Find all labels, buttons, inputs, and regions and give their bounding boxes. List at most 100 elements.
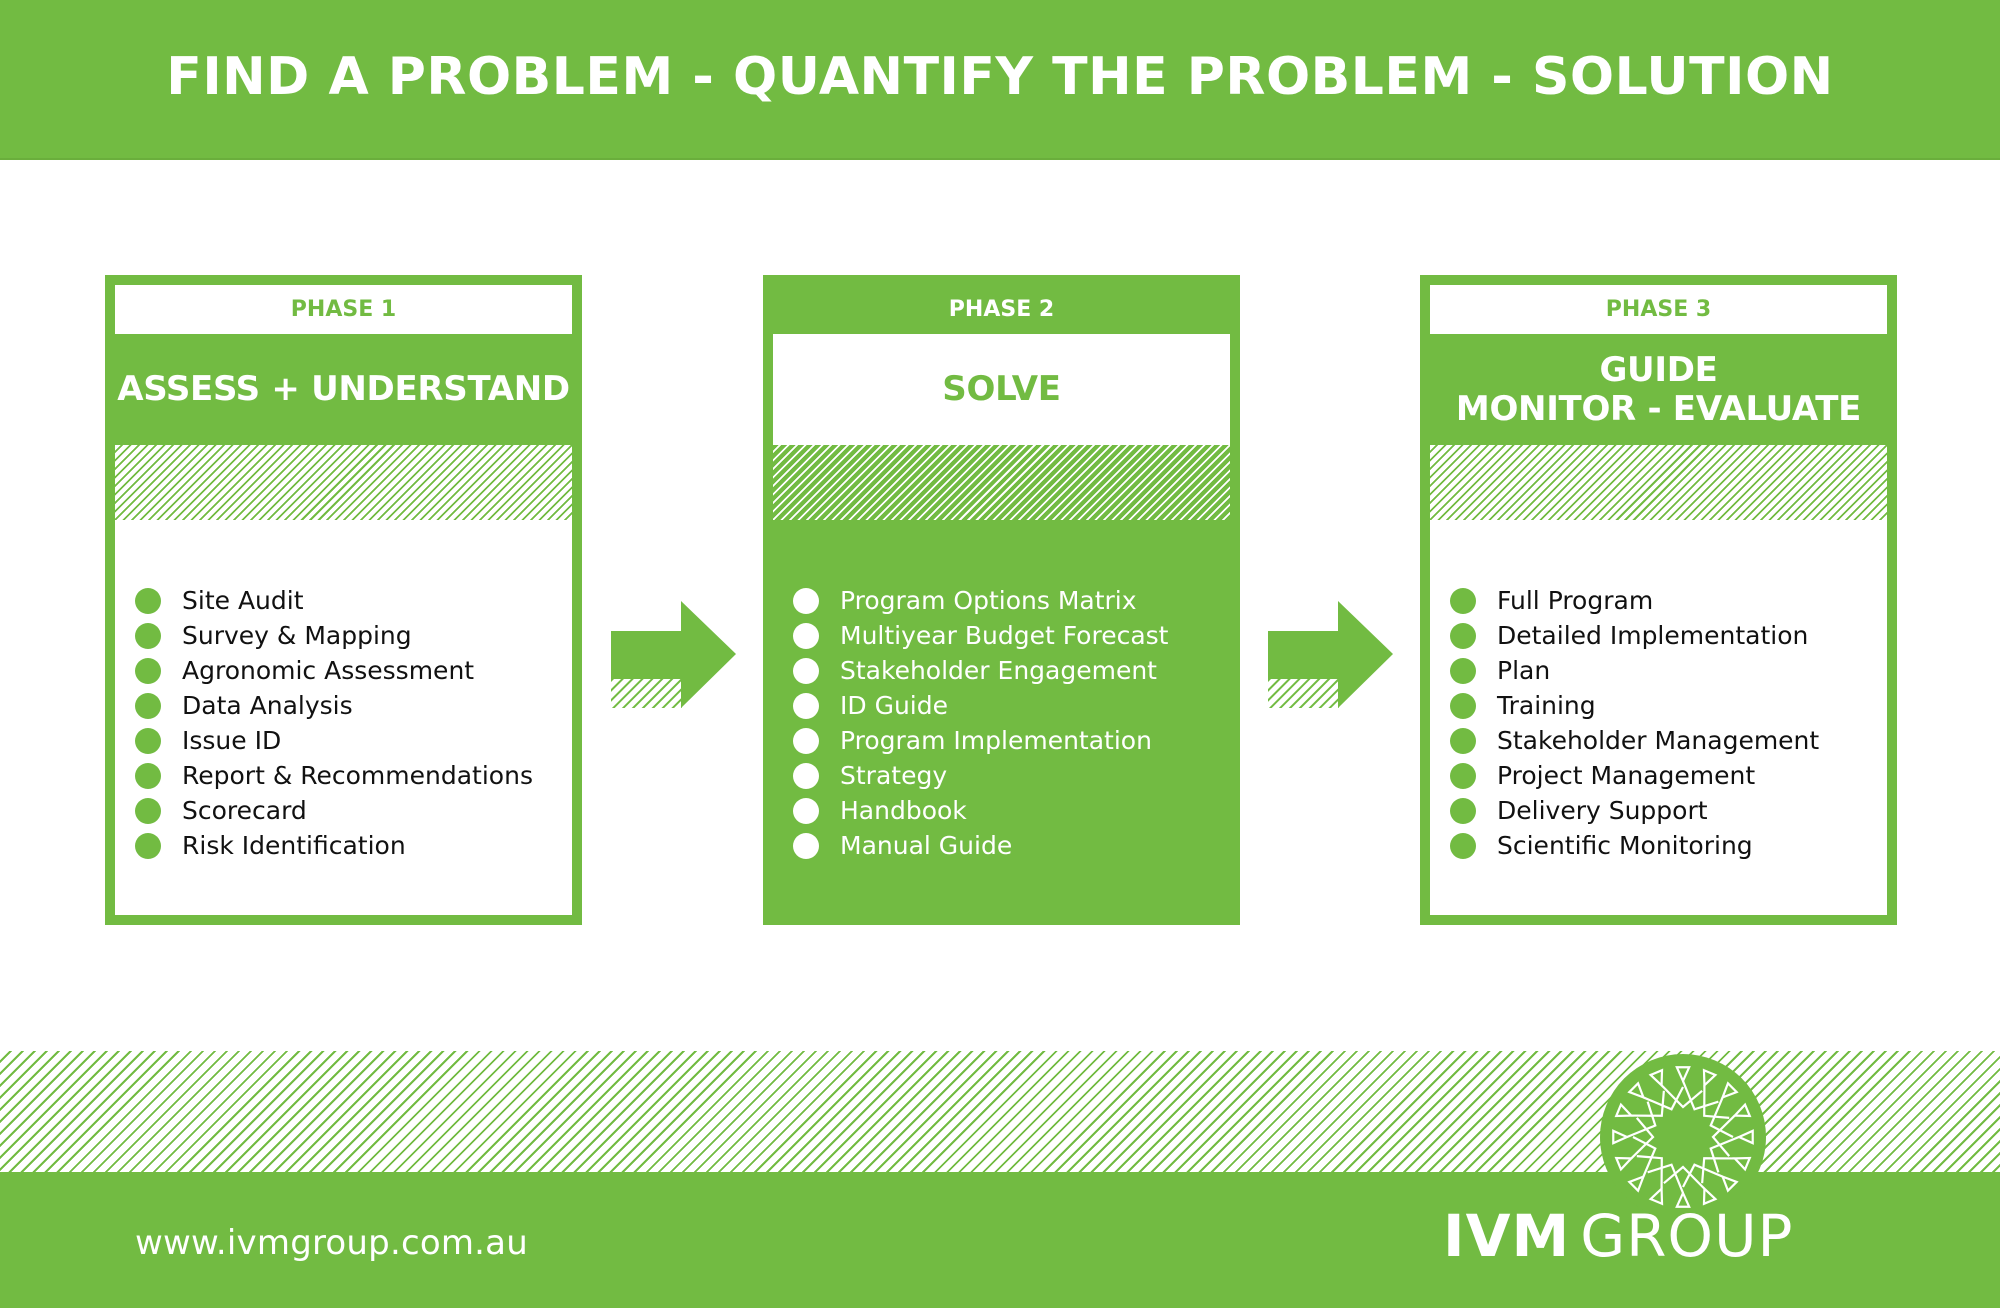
list-item-label: Plan	[1497, 656, 1551, 685]
phase-body: Site Audit Survey & Mapping Agronomic As…	[115, 520, 572, 915]
emblem-strand	[1703, 1085, 1730, 1119]
emblem-triangle	[1720, 1174, 1739, 1193]
list-item: Site Audit	[135, 583, 533, 618]
list-item-label: Risk Identification	[182, 831, 406, 860]
phase-item-list: Full Program Detailed Implementation Pla…	[1450, 583, 1819, 863]
bullet-dot-icon	[793, 692, 819, 719]
list-item: Stakeholder Engagement	[793, 653, 1168, 688]
phase-card-3: PHASE 3 GUIDE MONITOR - EVALUATE Full Pr…	[1420, 275, 1897, 925]
list-item: Scorecard	[135, 793, 533, 828]
emblem-triangle	[1702, 1068, 1718, 1088]
list-item: Delivery Support	[1450, 793, 1819, 828]
arrow-head	[681, 601, 736, 708]
bullet-dot-icon	[1450, 657, 1476, 684]
phase-label: PHASE 3	[1430, 285, 1887, 334]
list-item-label: Site Audit	[182, 586, 304, 615]
emblem-triangle	[1627, 1174, 1646, 1193]
phase-title-line: SOLVE	[942, 369, 1061, 409]
phase-card-2: PHASE 2 SOLVE Program Options Matrix Mul…	[763, 275, 1240, 925]
emblem-triangle	[1732, 1156, 1752, 1172]
emblem-strand	[1682, 1163, 1724, 1188]
logo-word-group: GROUP	[1580, 1202, 1794, 1270]
list-item-label: Agronomic Assessment	[182, 656, 475, 685]
list-item-label: Stakeholder Management	[1497, 726, 1820, 755]
list-item-label: Stakeholder Engagement	[840, 656, 1157, 685]
bullet-dot-icon	[1450, 692, 1476, 719]
emblem-triangle	[1736, 1129, 1754, 1145]
bullet-dot-icon	[793, 727, 819, 754]
page-title: FIND A PROBLEM - QUANTIFY THE PROBLEM - …	[166, 47, 1834, 107]
list-item: Multiyear Budget Forecast	[793, 618, 1168, 653]
header-banner: FIND A PROBLEM - QUANTIFY THE PROBLEM - …	[0, 0, 2000, 160]
emblem-strand	[1663, 1165, 1706, 1190]
list-item-label: Data Analysis	[182, 691, 353, 720]
list-item: ID Guide	[793, 688, 1168, 723]
arrow-shaft-hatch	[1268, 679, 1339, 708]
bullet-dot-icon	[1450, 762, 1476, 789]
emblem-triangle	[1720, 1081, 1739, 1100]
phase-body: Program Options Matrix Multiyear Budget …	[773, 520, 1230, 915]
list-item: Project Management	[1450, 758, 1819, 793]
list-item-label: Program Implementation	[840, 726, 1152, 755]
list-item-label: Scorecard	[182, 796, 307, 825]
emblem-triangle	[1702, 1186, 1718, 1206]
list-item-label: Strategy	[840, 761, 948, 790]
emblem-strand	[1647, 1163, 1685, 1194]
list-item: Program Implementation	[793, 723, 1168, 758]
bullet-dot-icon	[1450, 727, 1476, 754]
arrow-shaft	[1268, 631, 1339, 679]
bullet-dot-icon	[135, 622, 161, 649]
hatch-divider	[115, 445, 572, 520]
arrow-head	[1338, 601, 1393, 708]
phase-label: PHASE 2	[773, 285, 1230, 334]
list-item-label: ID Guide	[840, 691, 948, 720]
list-item-label: Issue ID	[182, 726, 282, 755]
phase-item-list: Program Options Matrix Multiyear Budget …	[793, 583, 1168, 863]
bullet-dot-icon	[135, 832, 161, 859]
bullet-dot-icon	[793, 622, 819, 649]
list-item-label: Delivery Support	[1497, 796, 1708, 825]
emblem-strand	[1626, 1101, 1657, 1139]
list-item-label: Scientific Monitoring	[1497, 831, 1753, 860]
list-item: Strategy	[793, 758, 1168, 793]
list-item: Stakeholder Management	[1450, 723, 1819, 758]
emblem-triangle	[1675, 1190, 1691, 1208]
phase-title: ASSESS + UNDERSTAND	[115, 334, 572, 445]
list-item: Issue ID	[135, 723, 533, 758]
list-item-label: Program Options Matrix	[840, 586, 1137, 615]
website-link[interactable]: www.ivmgroup.com.au	[135, 1223, 528, 1263]
emblem-triangle	[1627, 1081, 1646, 1100]
logo-word-ivm: IVM	[1443, 1202, 1571, 1270]
list-item: Survey & Mapping	[135, 618, 533, 653]
bullet-dot-icon	[1450, 797, 1476, 824]
bullet-dot-icon	[793, 762, 819, 789]
emblem-triangle	[1614, 1102, 1634, 1118]
emblem-strand	[1630, 1117, 1655, 1160]
phase-card-1: PHASE 1 ASSESS + UNDERSTAND Site Audit S…	[105, 275, 582, 925]
hatch-divider	[1430, 445, 1887, 520]
emblem-triangle	[1648, 1186, 1664, 1206]
emblem-triangle	[1614, 1156, 1634, 1172]
bullet-dot-icon	[135, 692, 161, 719]
hatch-divider	[773, 445, 1230, 520]
bullet-dot-icon	[1450, 622, 1476, 649]
emblem-strand	[1632, 1136, 1657, 1178]
arrow-shaft-hatch	[611, 679, 682, 708]
bullet-dot-icon	[135, 727, 161, 754]
emblem-strand	[1681, 1080, 1719, 1111]
bullet-dot-icon	[1450, 587, 1476, 614]
list-item: Full Program	[1450, 583, 1819, 618]
list-item: Manual Guide	[793, 828, 1168, 863]
emblem-strand	[1711, 1114, 1736, 1157]
emblem-strand	[1709, 1096, 1734, 1138]
list-item: Program Options Matrix	[793, 583, 1168, 618]
list-item: Agronomic Assessment	[135, 653, 533, 688]
phase-body: Full Program Detailed Implementation Pla…	[1430, 520, 1887, 915]
arrow-shaft	[611, 631, 682, 679]
phase-item-list: Site Audit Survey & Mapping Agronomic As…	[135, 583, 533, 863]
list-item-label: Project Management	[1497, 761, 1756, 790]
bullet-dot-icon	[135, 762, 161, 789]
list-item: Scientific Monitoring	[1450, 828, 1819, 863]
bullet-dot-icon	[793, 587, 819, 614]
